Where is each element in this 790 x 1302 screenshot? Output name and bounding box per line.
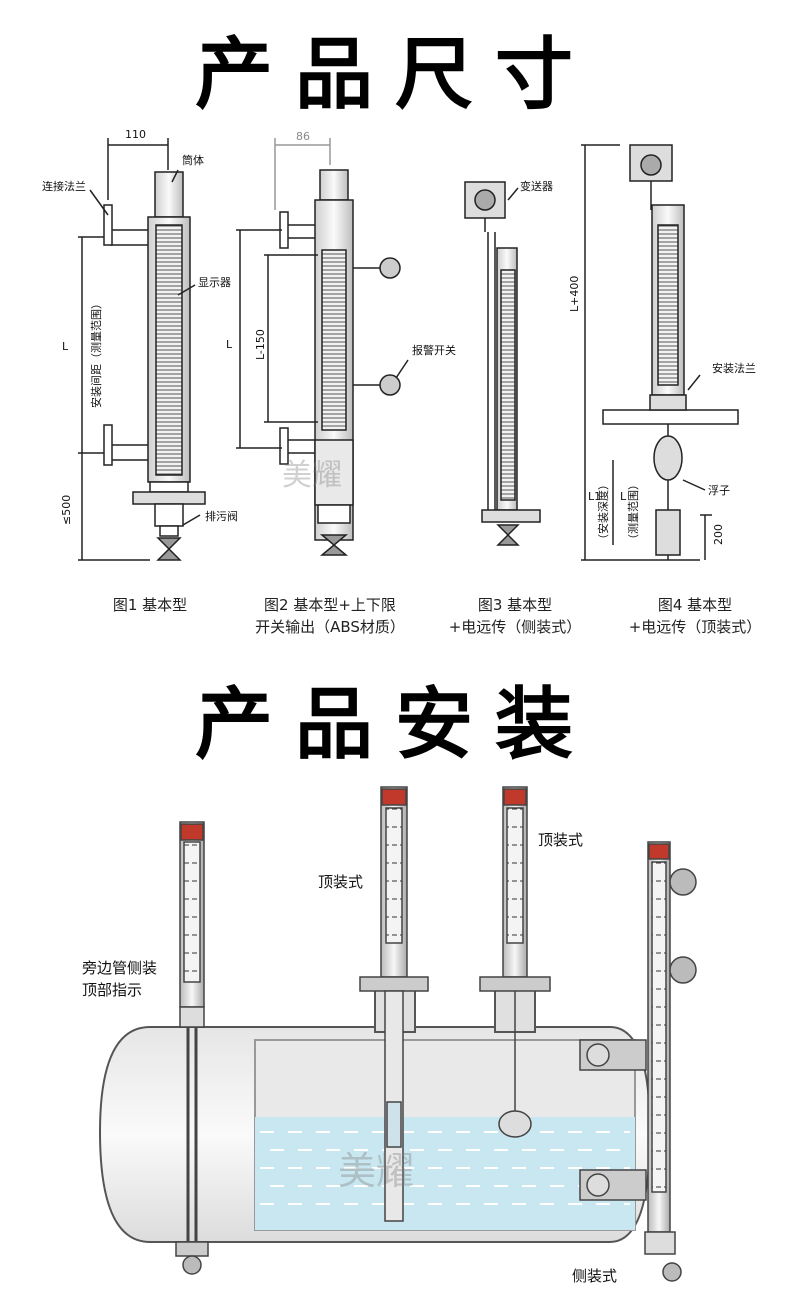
fig2-caption: 图2 基本型+上下限 开关输出（ABS材质） [240, 594, 420, 638]
fig1-dim-110: 110 [125, 128, 146, 141]
fig4-caption: 图4 基本型 +电远传（顶装式） [605, 594, 785, 638]
tank [98, 986, 652, 1243]
fig1-label-body: 筒体 [182, 154, 204, 167]
fig2-label-alarm-switch: 报警开关 [412, 344, 456, 357]
fig4-label-L: L [620, 490, 627, 503]
section-title-dimensions: 产品尺寸 [194, 30, 595, 120]
section-title-installation: 产品安装 [194, 680, 595, 770]
watermark-1: 美耀 [282, 458, 342, 493]
fig1-caption: 图1 基本型 [75, 594, 225, 616]
label-side-mount: 侧装式 [572, 1267, 618, 1285]
fig4-label-L1: L1 [588, 490, 602, 503]
fig1-level-gauge [78, 138, 206, 561]
fig3-label-transmitter: 变送器 [520, 180, 553, 193]
label-top-mount-1: 顶装式 [318, 873, 364, 891]
fig4-label-200: 200 [712, 524, 725, 545]
fig2-label-L150: L-150 [254, 329, 267, 360]
fig1-label-install-spacing: 安装间距（测量范围） [90, 298, 103, 408]
label-top-mount-2: 顶装式 [538, 831, 584, 849]
fig3-caption: 图3 基本型 +电远传（侧装式） [430, 594, 600, 638]
label-bypass-side: 旁边管侧装 [82, 959, 158, 977]
fig4-label-install-depth: （安装深度） [597, 479, 610, 545]
label-top-indicate: 顶部指示 [82, 981, 143, 999]
fig1-caption-line1: 图1 基本型 [112, 596, 188, 614]
dimension-drawings [78, 138, 739, 561]
fig2-dim-86: 86 [296, 130, 310, 143]
fig4-level-gauge [581, 144, 739, 561]
fig4-caption-line1: 图4 基本型 [657, 596, 733, 614]
fig3-level-gauge [464, 181, 541, 546]
gauge-side-mount [579, 841, 697, 1282]
fig3-caption-line1: 图3 基本型 [477, 596, 553, 614]
fig1-label-display: 显示器 [198, 276, 231, 289]
watermark-2: 美耀 [338, 1149, 415, 1193]
fig1-label-L: L [62, 340, 69, 353]
fig2-label-L: L [226, 338, 233, 351]
gauge-top-mount-2 [479, 786, 551, 1138]
fig4-label-measure-range: （测量范围） [627, 479, 640, 545]
fig2-caption-line2: 开关输出（ABS材质） [255, 618, 405, 636]
fig4-label-float: 浮子 [708, 484, 730, 497]
fig4-caption-line2: +电远传（顶装式） [628, 618, 762, 636]
fig4-label-L400: L+400 [568, 275, 581, 312]
fig2-level-gauge [236, 138, 409, 556]
fig1-label-connect-flange: 连接法兰 [42, 180, 86, 193]
fig3-caption-line2: +电远传（侧装式） [448, 618, 582, 636]
fig1-label-max500: ≤500 [60, 494, 73, 525]
fig1-label-drain-valve: 排污阀 [205, 510, 238, 523]
fig4-label-install-flange: 安装法兰 [712, 362, 756, 375]
gauge-bypass-side [175, 821, 209, 1275]
installation-drawing [98, 786, 697, 1282]
gauge-top-mount-1 [359, 786, 429, 1222]
fig2-caption-line1: 图2 基本型+上下限 [264, 596, 396, 614]
